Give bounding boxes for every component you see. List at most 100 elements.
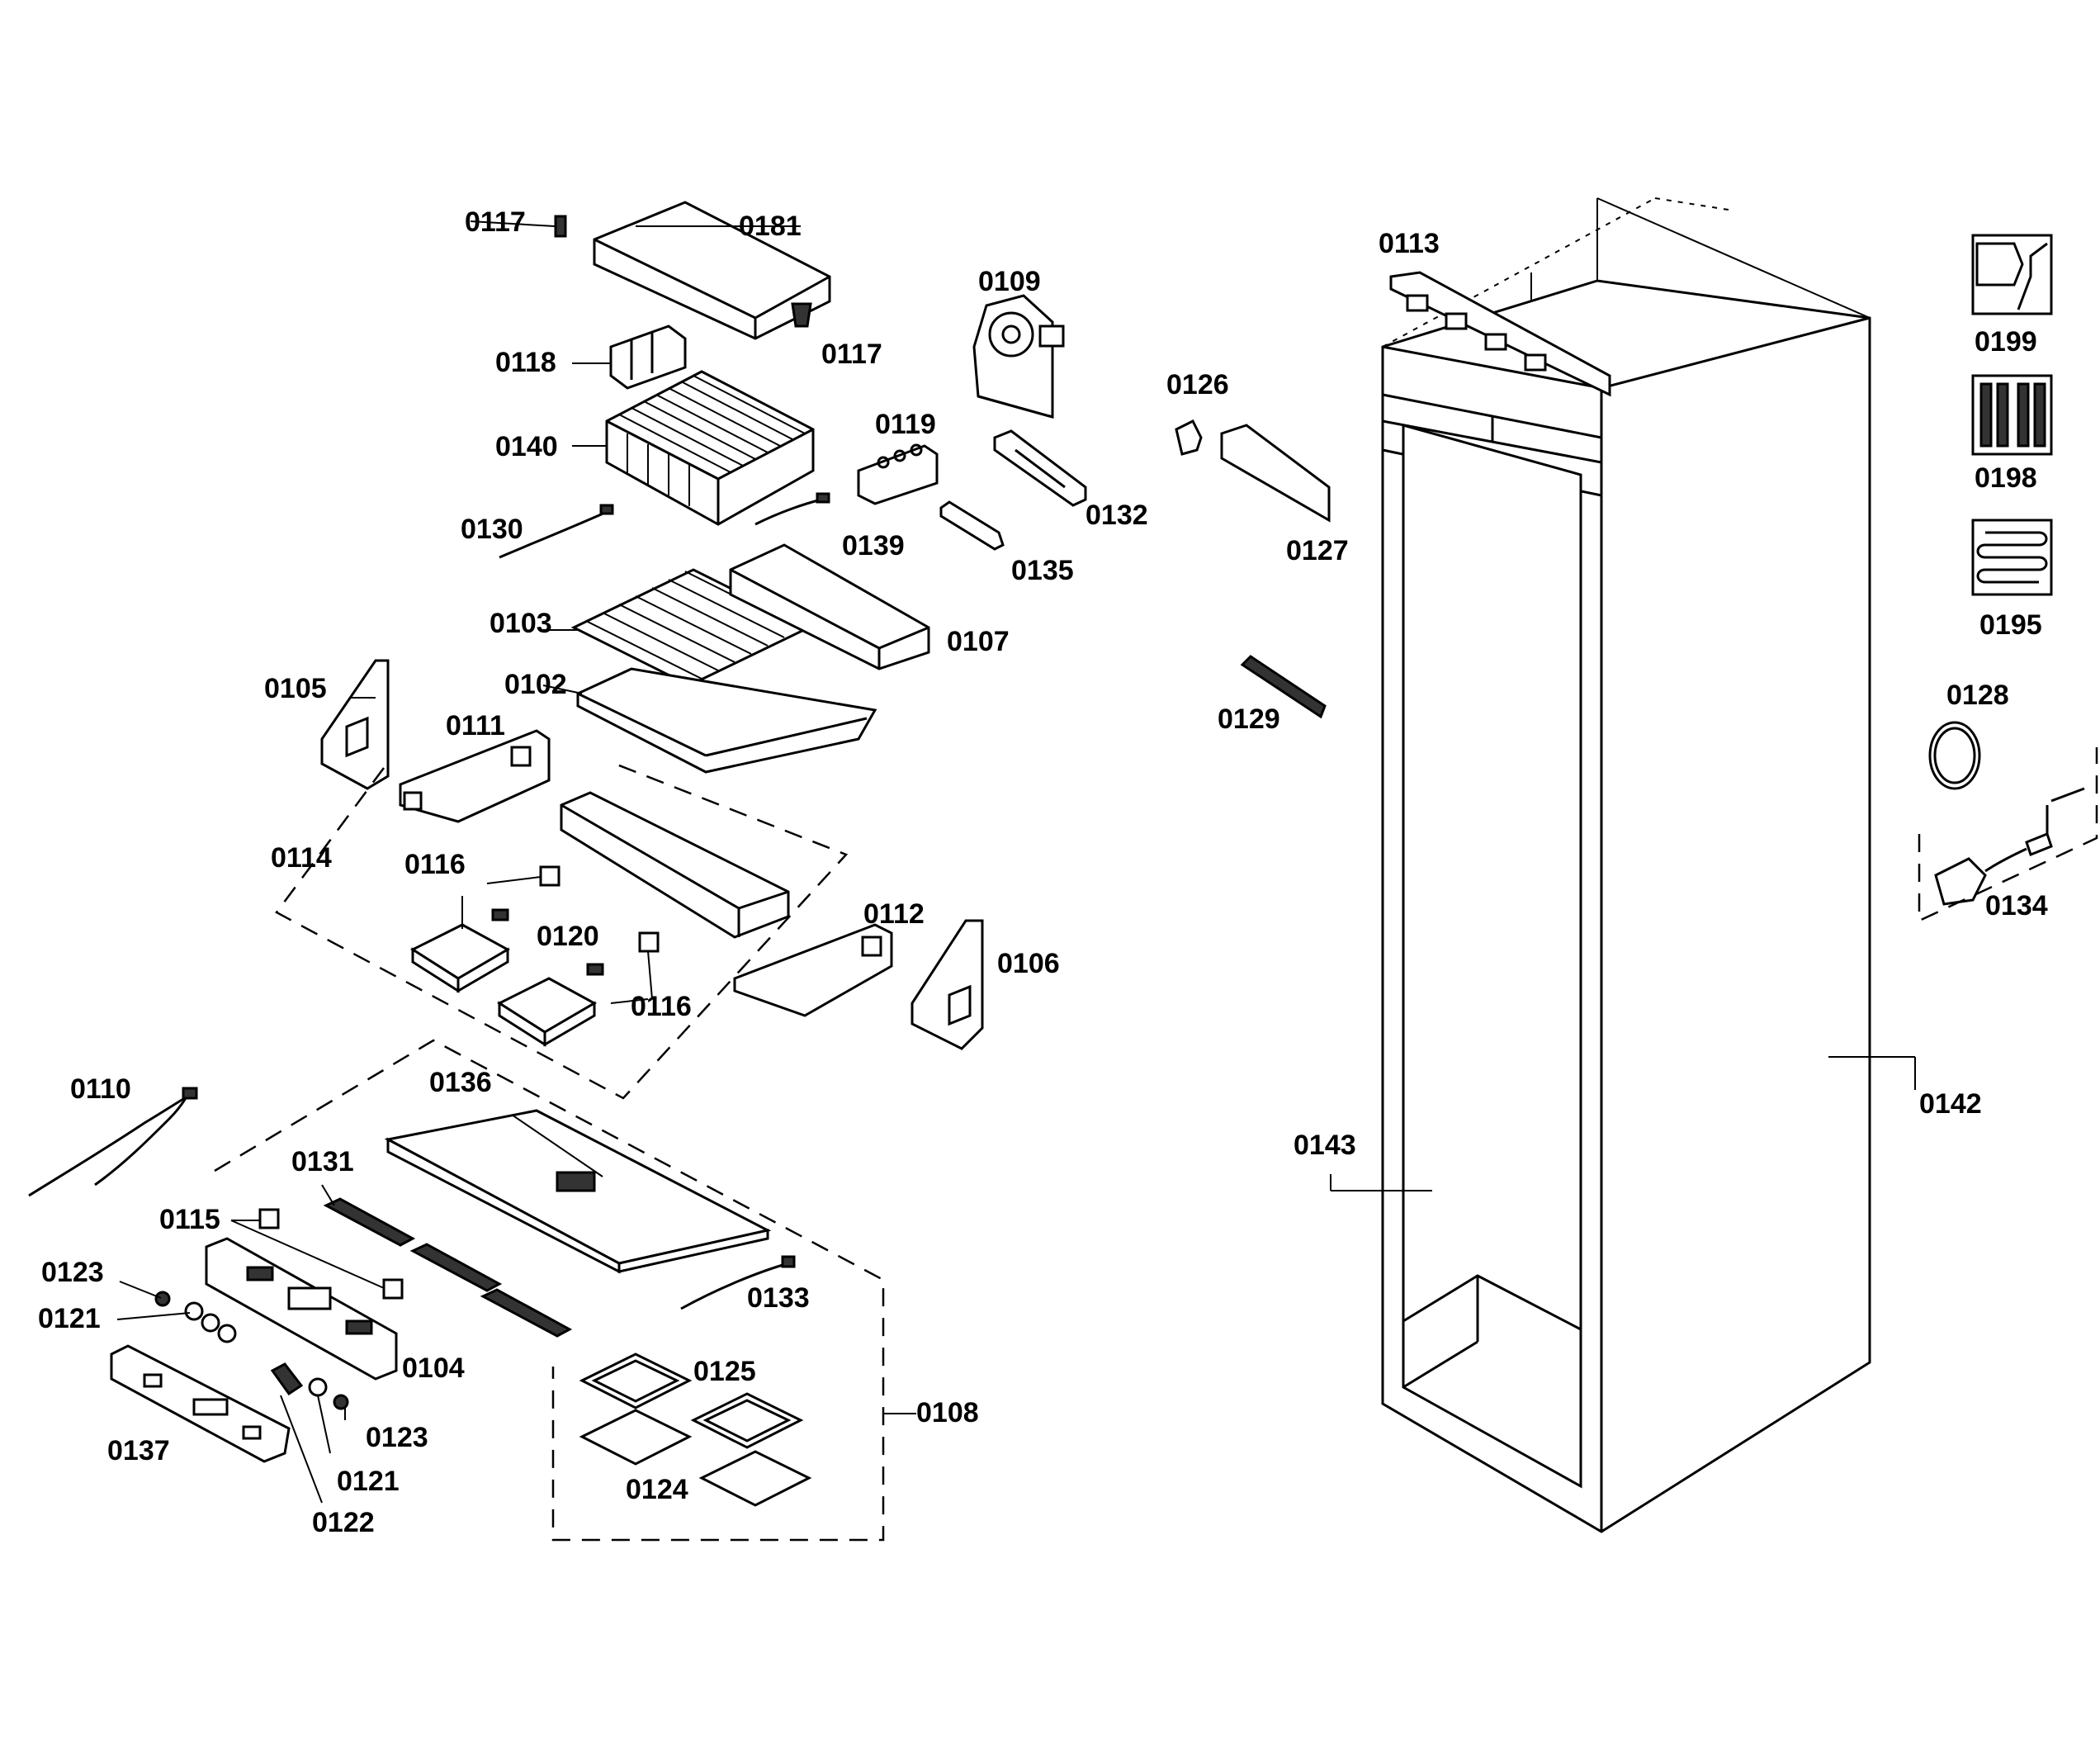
label-0181: 0181: [739, 211, 802, 242]
label-0116-a: 0116: [404, 849, 466, 880]
bulb-0120: [491, 908, 604, 976]
evaporator-coil-0140: [605, 370, 815, 526]
tool-icon-0199: [1971, 234, 2053, 315]
label-0133: 0133: [747, 1282, 810, 1314]
label-0140: 0140: [495, 431, 558, 462]
knob-0116-b: [638, 931, 660, 953]
label-0113: 0113: [1379, 228, 1440, 259]
control-tray-0136: [384, 1109, 772, 1274]
wire-0133: [680, 1255, 796, 1310]
label-0118: 0118: [495, 347, 556, 378]
cover-0114: [560, 791, 790, 939]
label-0134: 0134: [1985, 890, 2048, 921]
label-0130: 0130: [461, 514, 523, 545]
trim-plate-0137: [110, 1344, 291, 1463]
clip-block-0118: [609, 324, 687, 390]
switch-0126: [1175, 419, 1203, 456]
fan-motor-0109: [972, 294, 1065, 419]
hinge-bracket-0113: [1389, 271, 1611, 397]
label-0125: 0125: [693, 1356, 756, 1387]
label-0126: 0126: [1166, 369, 1229, 400]
sensor-wire-0139: [754, 492, 830, 526]
label-0119: 0119: [875, 409, 936, 440]
label-0117-b: 0117: [821, 339, 882, 370]
handle-0135: [939, 500, 1005, 551]
label-0120: 0120: [537, 921, 599, 952]
label-0114: 0114: [271, 842, 332, 874]
group-outline-0114: [275, 762, 849, 1100]
label-0105: 0105: [264, 673, 327, 704]
label-0131: 0131: [291, 1146, 354, 1177]
tray-0102: [576, 667, 877, 774]
cover-plate-0181: [593, 201, 831, 340]
gasket-0124: [579, 1409, 812, 1507]
label-0102: 0102: [504, 669, 567, 700]
door-frame-0143: [1402, 424, 1582, 1489]
label-0110: 0110: [70, 1073, 131, 1105]
label-0121-a: 0121: [38, 1303, 101, 1334]
label-0195: 0195: [1979, 609, 2042, 641]
screw-0117: [791, 302, 812, 328]
label-0104: 0104: [402, 1352, 465, 1384]
wire-harness-0110: [28, 1087, 198, 1197]
label-0143: 0143: [1294, 1130, 1356, 1161]
label-0116-b: 0116: [631, 991, 692, 1022]
control-panel-0104: [205, 1237, 398, 1381]
cover-panel-0127: [1220, 424, 1331, 523]
label-0137: 0137: [107, 1435, 170, 1466]
label-0111: 0111: [446, 710, 505, 741]
label-0199: 0199: [1975, 326, 2037, 358]
sensor-wire-0130: [499, 504, 614, 559]
label-0122: 0122: [312, 1507, 375, 1538]
side-bracket-0105: [320, 659, 390, 790]
light-strip-0131: [323, 1197, 573, 1338]
lamp-cover-0116-b: [496, 977, 598, 1047]
hardware-kit-0198: [1971, 374, 2053, 456]
air-duct-0107: [729, 543, 930, 670]
label-0132: 0132: [1085, 500, 1148, 531]
label-0135: 0135: [1011, 555, 1074, 586]
label-0106: 0106: [997, 948, 1060, 979]
label-0121-b: 0121: [337, 1466, 400, 1497]
label-0124: 0124: [626, 1474, 688, 1505]
label-0123-a: 0123: [41, 1257, 104, 1288]
guide-rail-0112: [733, 923, 893, 1017]
guide-rail-0111: [399, 729, 551, 823]
screw-0117-top: [554, 215, 567, 238]
label-0112: 0112: [863, 898, 925, 930]
side-bracket-0106: [910, 919, 984, 1050]
knob-0115-a: [258, 1208, 280, 1229]
label-0109: 0109: [978, 266, 1041, 297]
lamp-cover-0116-a: [409, 923, 511, 993]
label-0129: 0129: [1218, 703, 1280, 735]
strip-0129: [1240, 655, 1327, 719]
knob-0115-b: [382, 1278, 404, 1300]
label-0128: 0128: [1946, 680, 2009, 711]
label-0198: 0198: [1975, 462, 2037, 494]
screw-0123-a: [154, 1291, 171, 1307]
label-0139: 0139: [842, 530, 905, 561]
label-0127: 0127: [1286, 535, 1349, 566]
knob-cluster-0121-a: [184, 1301, 237, 1343]
screw-0123-b: [333, 1394, 349, 1410]
group-outline-0108: [214, 1039, 885, 1542]
group-outline-0134: [1918, 747, 2098, 922]
knob-0116-a: [539, 865, 560, 887]
knob-0121-b: [308, 1377, 328, 1397]
label-0115: 0115: [159, 1204, 220, 1235]
plug-assembly-0134: [1934, 787, 2085, 906]
label-0136: 0136: [429, 1067, 492, 1098]
label-0117-a: 0117: [465, 206, 526, 238]
label-0107: 0107: [947, 626, 1010, 657]
clamp-ring-0128: [1928, 721, 1981, 790]
leader-lines: [116, 220, 1916, 1504]
heater-icon-0195: [1971, 519, 2053, 596]
label-0123-b: 0123: [366, 1422, 428, 1453]
label-0108: 0108: [916, 1397, 979, 1428]
handle-0132: [993, 429, 1087, 507]
gasket-0125: [579, 1352, 804, 1449]
light-socket-0119: [857, 443, 939, 505]
label-0103: 0103: [490, 608, 552, 639]
label-0142: 0142: [1919, 1088, 1982, 1120]
